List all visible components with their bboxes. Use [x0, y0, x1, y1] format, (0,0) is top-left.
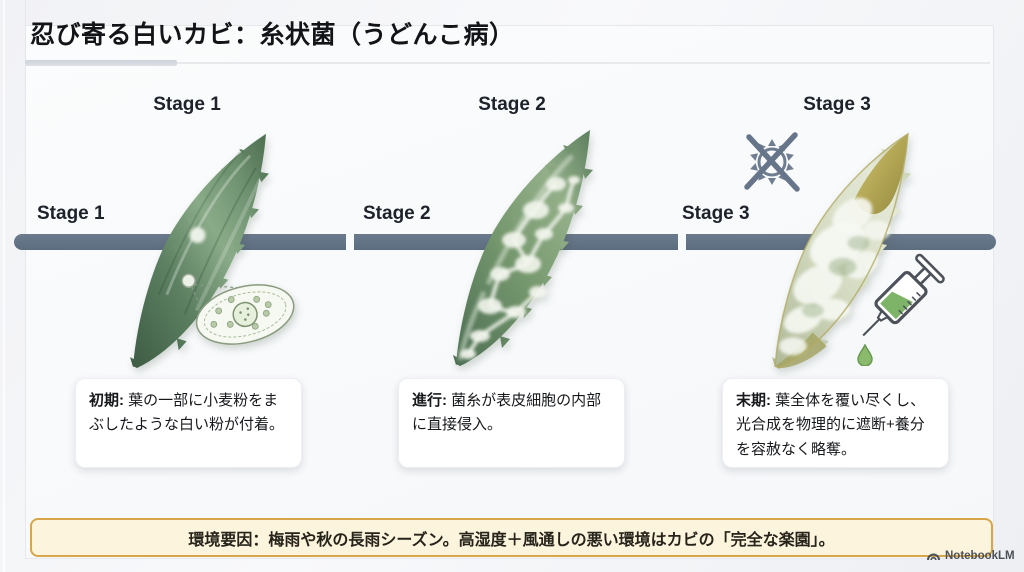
sun-blocked-icon [744, 132, 800, 192]
stage1-lead: 初期: [89, 392, 124, 409]
leaf-stage2-illustration [453, 130, 593, 366]
leaf-stage1-illustration [130, 133, 295, 369]
environment-banner: 環境要因：梅雨や秋の長雨シーズン。高湿度＋風通しの悪い環境はカビの「完全な楽園」… [30, 518, 993, 557]
decorative-line [620, 25, 993, 26]
stage2-timeline-label: Stage 2 [363, 203, 431, 224]
stage1-description-card: 初期: 葉の一部に小麦粉をまぶしたような白い粉が付着。 [75, 378, 302, 468]
environment-banner-text: 環境要因：梅雨や秋の長雨シーズン。高湿度＋風通しの悪い環境はカビの「完全な楽園」… [188, 531, 835, 549]
stage2-top-label: Stage 2 [478, 94, 546, 115]
watermark-label: NotebookLM [945, 549, 1015, 562]
stage3-description-card: 末期: 葉全体を覆い尽くし、光合成を物理的に遮断+養分を容赦なく略奪。 [722, 378, 949, 468]
stage1-description: 葉の一部に小麦粉をまぶしたような白い粉が付着。 [89, 392, 285, 434]
syringe-icon [862, 253, 945, 337]
stage2-description-card: 進行: 菌糸が表皮細胞の内部に直接侵入。 [398, 378, 625, 468]
decorative-line [3, 0, 5, 572]
stage2-description: 菌糸が表皮細胞の内部に直接侵入。 [412, 392, 602, 434]
page-title: 忍び寄る白いカビ：糸状菌（うどんこ病） [30, 21, 515, 49]
title-divider-accent [25, 60, 177, 66]
leaf-cell-inset [195, 284, 295, 345]
stage1-top-label: Stage 1 [153, 94, 221, 115]
stage3-description: 葉全体を覆い尽くし、光合成を物理的に遮断+養分を容赦なく略奪。 [736, 392, 926, 458]
stage1-timeline-label: Stage 1 [37, 203, 105, 224]
stage3-timeline-label: Stage 3 [682, 203, 750, 224]
stage2-lead: 進行: [412, 392, 447, 409]
droplet-icon [857, 344, 873, 366]
leaf-stage3-illustration [772, 133, 911, 369]
stage3-top-label: Stage 3 [803, 94, 871, 115]
decorative-line [993, 25, 994, 85]
notebooklm-watermark: NotebookLM [926, 549, 1015, 562]
title-divider [25, 62, 990, 64]
stage3-lead: 末期: [736, 392, 771, 409]
notebooklm-logo-icon [927, 553, 940, 561]
